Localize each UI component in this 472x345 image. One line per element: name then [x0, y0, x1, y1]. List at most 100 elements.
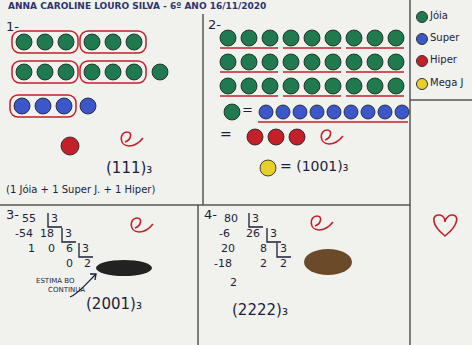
- handwritten-text: 8: [260, 243, 267, 255]
- handwritten-text: 1-: [6, 20, 19, 34]
- counter-dot: [388, 30, 404, 46]
- group-outline: [12, 31, 78, 53]
- division-bracket: [62, 228, 76, 242]
- handwritten-text: 18: [40, 228, 54, 240]
- counter-dot: [268, 129, 284, 145]
- handwritten-text: 20: [221, 243, 235, 255]
- counter-dot: [388, 78, 404, 94]
- counter-dot: [293, 105, 307, 119]
- handwritten-text: -6: [219, 228, 230, 240]
- counter-dot: [367, 78, 383, 94]
- counter-dot: [388, 54, 404, 70]
- counter-dot: [327, 105, 341, 119]
- division-bracket: [48, 213, 62, 227]
- handwritten-text: 4-: [204, 208, 217, 222]
- counter-dot: [367, 54, 383, 70]
- legend-text: Jóia: [430, 10, 448, 21]
- handwritten-text: 3: [252, 213, 259, 225]
- counter-dot: [344, 105, 358, 119]
- handwritten-text: 1: [28, 243, 35, 255]
- handwritten-text: -54: [15, 228, 33, 240]
- counter-dot: [126, 34, 142, 50]
- handwritten-text: 0: [48, 243, 55, 255]
- counter-dot: [325, 54, 341, 70]
- counter-dot: [220, 54, 236, 70]
- counter-dot: [35, 98, 51, 114]
- handwritten-text: 2-: [208, 18, 221, 32]
- counter-dot: [304, 30, 320, 46]
- group-outline: [12, 61, 78, 83]
- group-outline: [80, 31, 146, 53]
- teacher-check: [121, 132, 143, 146]
- counter-dot: [84, 64, 100, 80]
- group-underline: [220, 71, 278, 73]
- counter-dot: [262, 54, 278, 70]
- handwritten-text: 0: [66, 258, 73, 270]
- legend-swatch: [416, 55, 428, 67]
- counter-dot: [289, 129, 305, 145]
- counter-dot: [395, 105, 409, 119]
- counter-dot: [16, 34, 32, 50]
- handwritten-text: 80: [224, 213, 238, 225]
- counter-dot: [105, 64, 121, 80]
- legend-swatch: [416, 11, 428, 23]
- handwritten-text: 3: [65, 228, 72, 240]
- group-outline: [10, 95, 76, 117]
- scribble: [304, 249, 352, 275]
- group-underline: [283, 47, 341, 49]
- handwritten-text: =: [242, 103, 253, 117]
- group-underline: [220, 47, 278, 49]
- pointer-arrow: [90, 274, 96, 280]
- legend-text: Super: [430, 32, 459, 43]
- counter-dot: [152, 64, 168, 80]
- group-underline: [258, 121, 408, 123]
- division-bracket: [79, 243, 93, 257]
- legend-text: Mega J: [430, 77, 463, 88]
- counter-dot: [220, 30, 236, 46]
- counter-dot: [283, 78, 299, 94]
- teacher-check: [311, 216, 333, 230]
- legend-swatch: [416, 78, 428, 90]
- handwritten-text: (2222)₃: [232, 302, 288, 319]
- handwritten-text: CONTINUA: [48, 287, 85, 295]
- counter-dot: [37, 64, 53, 80]
- handwritten-text: 2: [84, 258, 91, 270]
- division-bracket: [267, 228, 281, 242]
- counter-dot: [378, 105, 392, 119]
- handwritten-text: 3: [270, 228, 277, 240]
- handwritten-text: =: [220, 127, 232, 142]
- handwritten-text: 6: [66, 243, 73, 255]
- group-underline: [220, 95, 278, 97]
- group-underline: [346, 71, 404, 73]
- handwritten-text: -18: [214, 258, 232, 270]
- counter-dot: [346, 54, 362, 70]
- divider-line: [197, 205, 199, 345]
- counter-dot: [262, 30, 278, 46]
- counter-dot: [346, 30, 362, 46]
- counter-dot: [283, 54, 299, 70]
- group-underline: [346, 47, 404, 49]
- handwritten-text: (2001)₃: [86, 296, 142, 313]
- handwritten-text: 3: [82, 243, 89, 255]
- division-bracket: [249, 213, 263, 227]
- counter-dot: [37, 34, 53, 50]
- divider-line: [409, 0, 411, 345]
- counter-dot: [241, 54, 257, 70]
- divider-line: [0, 204, 410, 206]
- handwritten-text: 3: [51, 213, 58, 225]
- counter-dot: [241, 78, 257, 94]
- counter-dot: [310, 105, 324, 119]
- counter-dot: [325, 78, 341, 94]
- group-underline: [283, 95, 341, 97]
- counter-dot: [346, 78, 362, 94]
- handwritten-text: 3: [280, 243, 287, 255]
- counter-dot: [16, 64, 32, 80]
- counter-dot: [14, 98, 30, 114]
- counter-dot: [260, 160, 276, 176]
- counter-dot: [220, 78, 236, 94]
- scribble: [96, 260, 152, 276]
- counter-dot: [259, 105, 273, 119]
- counter-dot: [61, 137, 79, 155]
- divider-line: [202, 14, 204, 205]
